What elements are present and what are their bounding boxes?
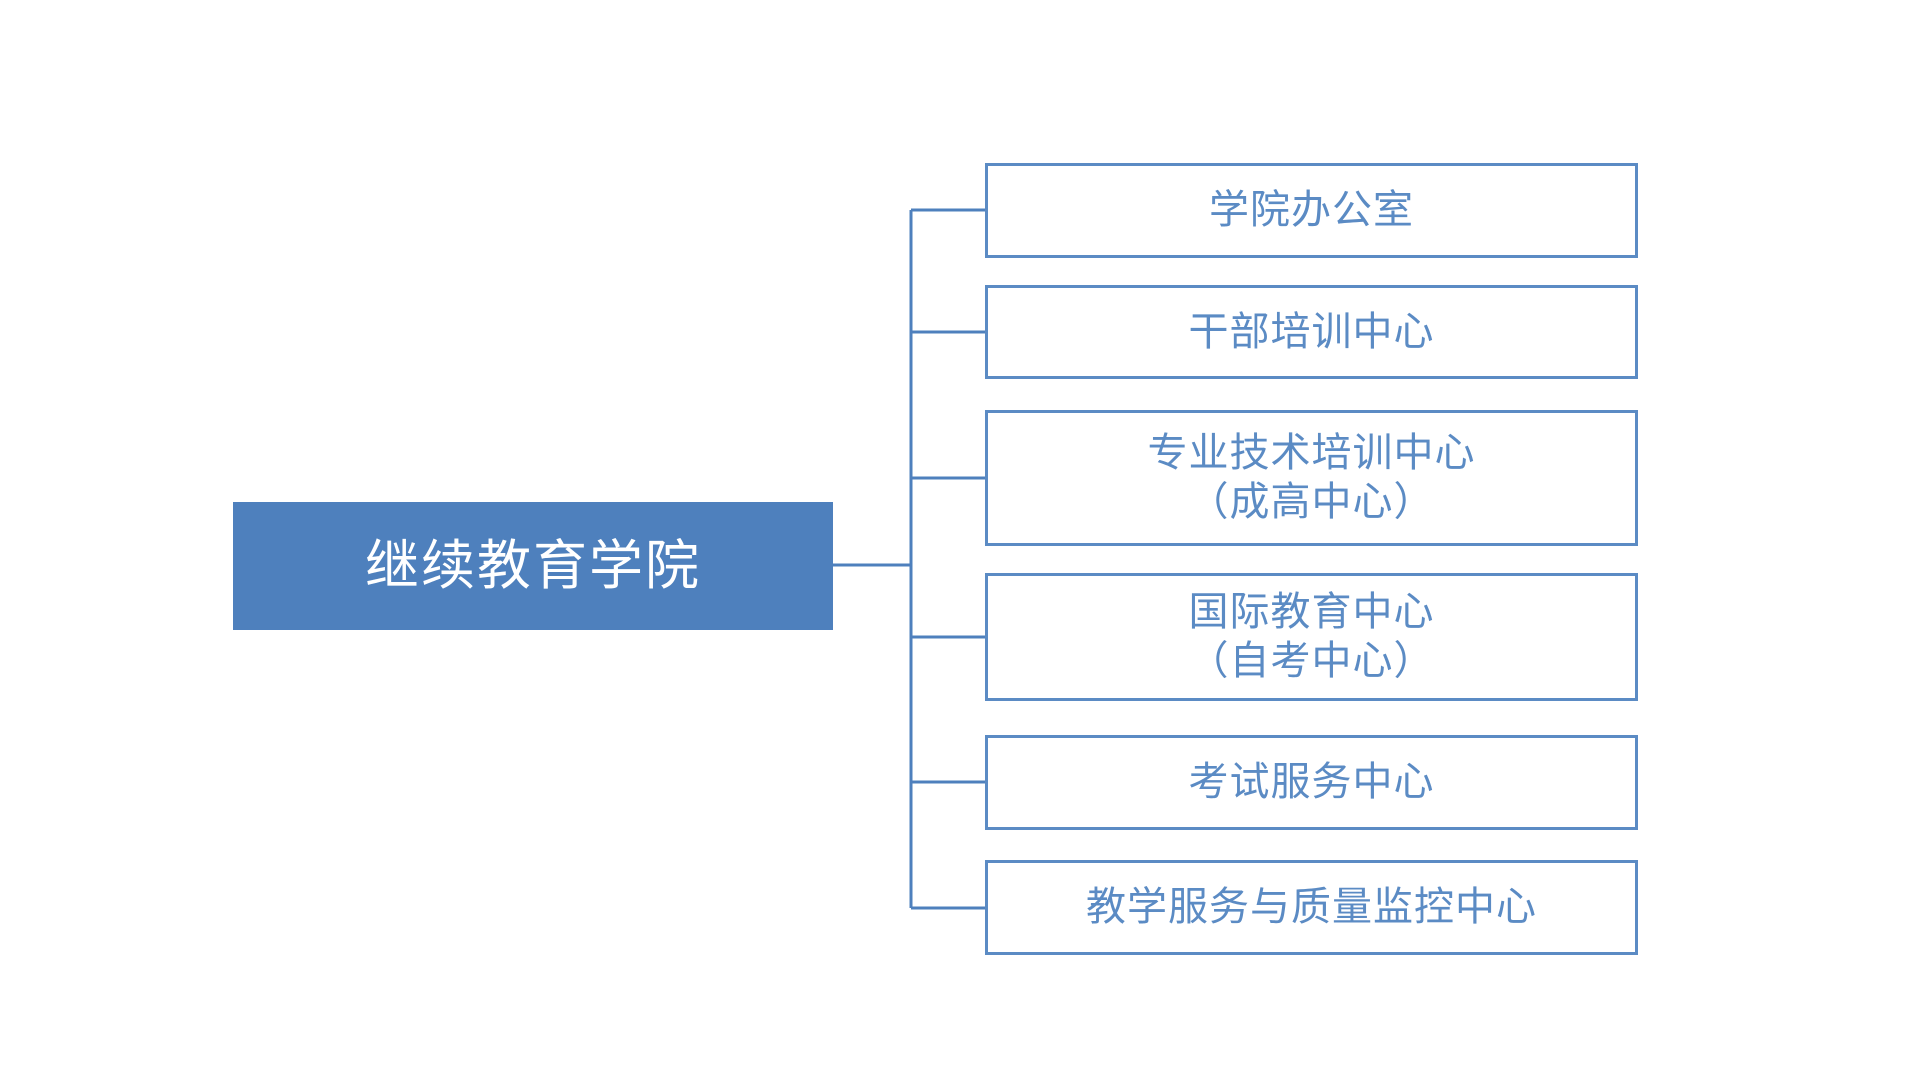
node-label-line-1: 干部培训中心 <box>1188 309 1435 354</box>
node-label-line-2: （成高中心） <box>1188 480 1435 524</box>
node-college-office[interactable]: 学院办公室 <box>985 163 1638 258</box>
node-label-line-1: 专业技术培训中心 <box>1147 431 1476 476</box>
node-cadre-training-center[interactable]: 干部培训中心 <box>985 285 1638 379</box>
node-label-line-1: 教学服务与质量监控中心 <box>1086 885 1537 930</box>
node-label-line-1: 考试服务中心 <box>1188 760 1435 805</box>
node-label-line-2: （自考中心） <box>1188 639 1435 683</box>
node-label-line-1: 学院办公室 <box>1209 188 1414 233</box>
node-international-education-center[interactable]: 国际教育中心 （自考中心） <box>985 573 1638 701</box>
node-teaching-service-quality-monitoring-center[interactable]: 教学服务与质量监控中心 <box>985 860 1638 955</box>
node-professional-technical-training-center[interactable]: 专业技术培训中心 （成高中心） <box>985 410 1638 546</box>
root-node-continuing-education-college[interactable]: 继续教育学院 <box>233 502 833 630</box>
root-node-label: 继续教育学院 <box>365 535 701 596</box>
node-exam-service-center[interactable]: 考试服务中心 <box>985 735 1638 830</box>
node-label-line-1: 国际教育中心 <box>1188 590 1435 635</box>
